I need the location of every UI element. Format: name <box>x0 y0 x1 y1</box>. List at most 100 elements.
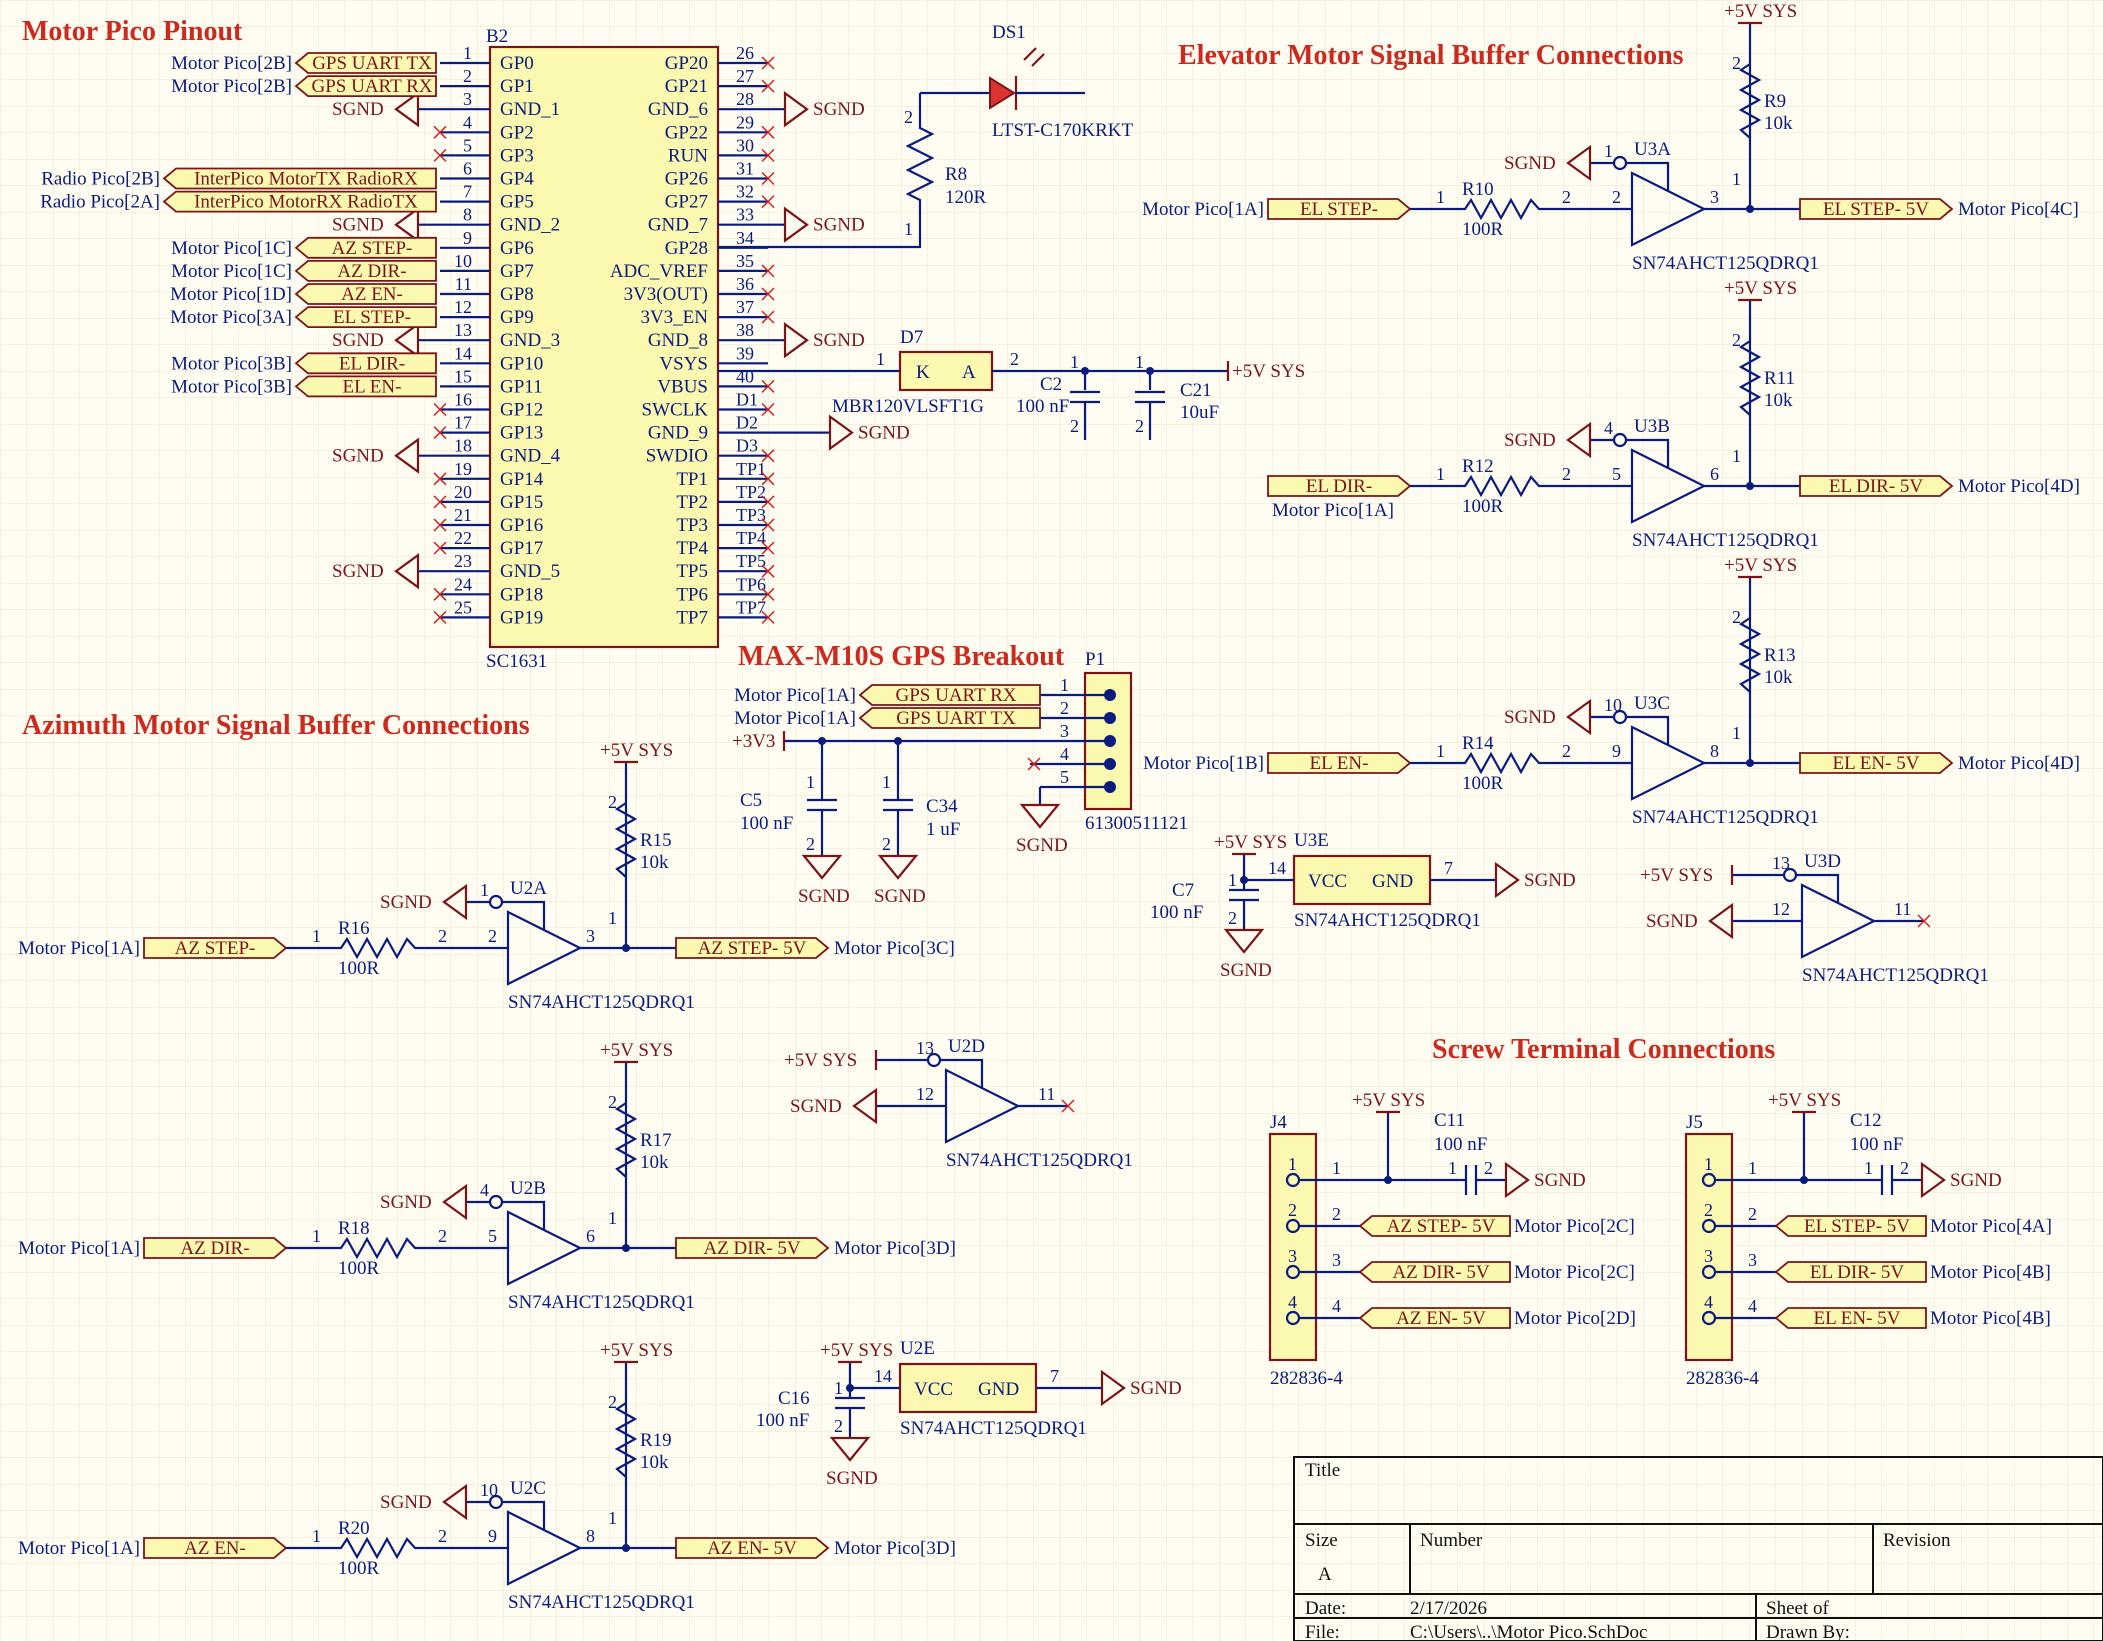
output-ref[interactable]: Motor Pico[4D] <box>1958 476 2080 497</box>
pin: 1 <box>834 1378 843 1398</box>
gps-port-ref[interactable]: Motor Pico[1A] <box>734 708 856 729</box>
c34-value: 1 uF <box>926 819 960 840</box>
terminal-port-ref[interactable]: Motor Pico[2C] <box>1514 1262 1635 1283</box>
pico-port-ref[interactable]: Motor Pico[3B] <box>171 353 292 374</box>
sgnd-label: SGND <box>858 423 910 444</box>
pico-port-flag <box>162 167 437 190</box>
input-ref[interactable]: Motor Pico[1A] <box>1142 199 1264 220</box>
pico-pin-name: GP26 <box>665 169 708 190</box>
input-ref[interactable]: Motor Pico[1A] <box>18 1538 140 1559</box>
pico-port-ref[interactable]: Motor Pico[3A] <box>170 307 292 328</box>
output-port-label: AZ EN- 5V <box>707 1538 797 1559</box>
terminal-port-flag <box>1774 1261 1927 1283</box>
pullup-ref: R9 <box>1764 91 1786 112</box>
no-connect-mark <box>761 541 775 555</box>
pico-pin-number: 6 <box>463 159 472 179</box>
enable-wire <box>1796 873 1840 903</box>
output-ref[interactable]: Motor Pico[4C] <box>1958 199 2079 220</box>
resistor-body <box>1738 39 1762 169</box>
sgnd-label: SGND <box>798 886 850 907</box>
pin: 14 <box>874 1366 892 1386</box>
input-ref[interactable]: Motor Pico[1A] <box>1272 500 1394 521</box>
enable-wire <box>502 1500 546 1530</box>
buf-en-pin: 1 <box>480 880 489 900</box>
pico-pin-number: TP2 <box>736 482 766 502</box>
pico-pin-name: GND_8 <box>648 330 708 351</box>
sgnd-label: SGND <box>1220 960 1272 981</box>
terminal-port-ref[interactable]: Motor Pico[4A] <box>1930 1216 2052 1237</box>
sgnd-symbol <box>1566 144 1592 182</box>
no-connect-mark <box>761 195 775 209</box>
enable-wire <box>940 1058 984 1088</box>
output-ref[interactable]: Motor Pico[4D] <box>1958 753 2080 774</box>
buffer-part: SN74AHCT125QDRQ1 <box>1802 965 1989 986</box>
pico-port-ref[interactable]: Motor Pico[1C] <box>171 238 292 259</box>
terminal-port-flag <box>1774 1215 1927 1237</box>
pico-pin-name: GP8 <box>500 284 534 305</box>
pico-port-ref[interactable]: Motor Pico[2B] <box>171 76 292 97</box>
pico-port-flag <box>294 75 437 97</box>
pico-pin-number: TP3 <box>736 505 766 525</box>
output-ref[interactable]: Motor Pico[3D] <box>834 1538 956 1559</box>
pico-port-ref[interactable]: Motor Pico[1C] <box>171 261 292 282</box>
pin: 2 <box>834 1416 843 1436</box>
sgnd-symbol <box>442 883 468 921</box>
pico-port-flag <box>294 259 437 282</box>
output-ref[interactable]: Motor Pico[3C] <box>834 938 955 959</box>
buf-out-pin: 8 <box>1710 741 1719 761</box>
pico-port-ref[interactable]: Motor Pico[1D] <box>170 284 292 305</box>
title-block: Title Size A Number Revision Date: 2/17/… <box>1293 1456 2103 1641</box>
pico-port-ref[interactable]: Motor Pico[2B] <box>171 53 292 74</box>
input-port-label: EL DIR- <box>1306 476 1372 497</box>
terminal-port-ref[interactable]: Motor Pico[4B] <box>1930 1308 2051 1329</box>
led-ds1[interactable]: 1 2 DS1 LTST-C170KRKT R8 120R <box>718 22 1134 249</box>
pico-port-ref[interactable]: Radio Pico[2A] <box>40 192 160 213</box>
gps-pin-dot <box>1104 712 1116 724</box>
terminal-port-ref[interactable]: Motor Pico[2C] <box>1514 1216 1635 1237</box>
pico-port-ref[interactable]: Radio Pico[2B] <box>41 169 160 190</box>
input-ref[interactable]: Motor Pico[1A] <box>18 938 140 959</box>
res-pin: 2 <box>608 792 617 812</box>
pico-pin-number: 14 <box>454 343 472 363</box>
pico-pin-name: GND_6 <box>648 99 708 120</box>
terminal-cap-value: 100 nF <box>1434 1134 1487 1155</box>
pico-pin-name: GP27 <box>665 192 708 213</box>
buf-in-pin: 2 <box>488 926 497 946</box>
terminal-port-label: AZ DIR- 5V <box>1392 1262 1489 1283</box>
input-ref[interactable]: Motor Pico[1A] <box>18 1238 140 1259</box>
no-connect-mark <box>433 587 447 601</box>
gps-port-label: GPS UART RX <box>896 685 1017 706</box>
pico-port-label: EL STEP- <box>333 307 411 328</box>
terminal-port-ref[interactable]: Motor Pico[4B] <box>1930 1262 2051 1283</box>
pico-port-ref[interactable]: Motor Pico[3B] <box>171 376 292 397</box>
pico-pin-name: RUN <box>668 145 708 166</box>
res-pin: 2 <box>1562 741 1571 761</box>
enable-wire <box>1626 715 1670 745</box>
terminal-port-ref[interactable]: Motor Pico[2D] <box>1514 1308 1636 1329</box>
terminal-port-label: EL STEP- 5V <box>1804 1216 1910 1237</box>
pullup-value: 10k <box>1764 667 1793 688</box>
pico-pin-name: GND_9 <box>648 423 708 444</box>
output-ref[interactable]: Motor Pico[3D] <box>834 1238 956 1259</box>
input-ref[interactable]: Motor Pico[1B] <box>1143 753 1264 774</box>
pin: 2 <box>1484 1158 1493 1178</box>
input-port-label: AZ EN- <box>184 1538 246 1559</box>
gps-port-ref[interactable]: Motor Pico[1A] <box>734 685 856 706</box>
no-connect-mark <box>433 541 447 555</box>
